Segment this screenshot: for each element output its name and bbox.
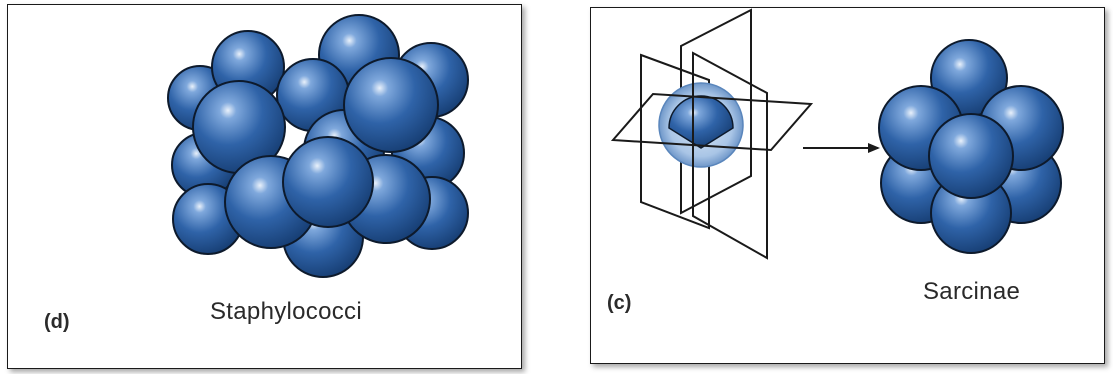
staphylococcus-sphere <box>343 57 439 153</box>
panel-sarcinae: (c) Sarcinae <box>590 7 1105 364</box>
division-planes <box>610 8 814 260</box>
staphylococcus-sphere <box>282 136 374 228</box>
sarcinae-label: Sarcinae <box>923 278 1021 305</box>
panel-letter-c: (c) <box>607 292 632 314</box>
sarcina-sphere <box>928 113 1014 199</box>
panel-staphylococci: (d) Staphylococci <box>7 4 522 369</box>
staphylococci-label: Staphylococci <box>210 298 362 325</box>
sarcinae-diagram <box>610 8 1064 260</box>
staphylococci-cluster <box>167 14 469 278</box>
panel-letter-d: (d) <box>44 311 70 333</box>
